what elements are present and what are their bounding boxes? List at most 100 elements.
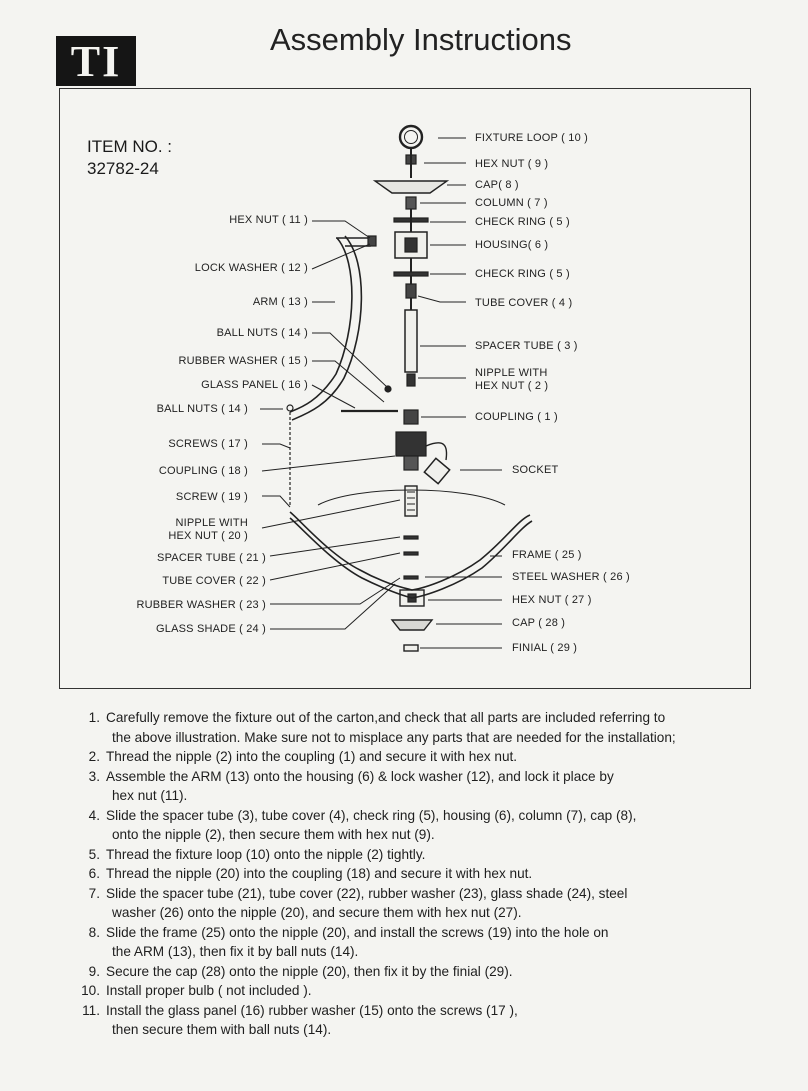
step-text: Thread the fixture loop (10) onto the ni… [106, 846, 426, 862]
label-socket: SOCKET [512, 464, 559, 476]
step-number: 11. [82, 1002, 100, 1018]
nipple-20-shape [404, 485, 418, 517]
label-lock-washer-12: LOCK WASHER ( 12 ) [194, 262, 308, 274]
step-item: 4. Slide the spacer tube (3), tube cover … [70, 806, 770, 826]
housing-hole [404, 237, 418, 253]
label-hex-nut-27: HEX NUT ( 27 ) [512, 594, 592, 606]
label-hex-nut-11: HEX NUT ( 11 ) [229, 214, 308, 226]
label-spacer-tube-21: SPACER TUBE ( 21 ) [157, 552, 266, 564]
step-item: 7. Slide the spacer tube (21), tube cover… [70, 884, 770, 904]
step-text: washer (26) onto the nipple (20), and se… [112, 905, 522, 920]
step-number: 10. [81, 983, 100, 998]
label-arm-13: ARM ( 13 ) [252, 296, 308, 308]
step-text: Install the glass panel (16) rubber wash… [106, 1002, 518, 1018]
label-check-ring-5-bottom: CHECK RING ( 5 ) [475, 268, 570, 280]
tube-cover-4-shape [405, 283, 417, 299]
right-leader-lines [417, 137, 502, 649]
label-finial-29: FINIAL ( 29 ) [512, 642, 578, 654]
coupling-1-shape [403, 409, 419, 425]
label-spacer-tube-3: SPACER TUBE ( 3 ) [475, 340, 578, 352]
label-fixture-loop-10: FIXTURE LOOP ( 10 ) [475, 132, 589, 144]
step-number: 3. [88, 768, 100, 784]
label-nipple-with: NIPPLE WITH [475, 367, 548, 379]
check-ring-5-bottom-shape [393, 271, 429, 277]
step-continuation: onto the nipple (2), then secure them wi… [70, 825, 770, 845]
label-rubber-washer-23: RUBBER WASHER ( 23 ) [136, 599, 266, 611]
step-item: 2. Thread the nipple (2) into the couplin… [70, 747, 770, 767]
label-frame-25: FRAME ( 25 ) [512, 549, 582, 561]
step-number: 5. [88, 846, 100, 862]
step-number [70, 942, 100, 962]
arm-13-shape [289, 237, 353, 413]
column-7-shape [405, 196, 417, 210]
label-hex-nut-9: HEX NUT ( 9 ) [475, 158, 549, 170]
step-item: 1. Carefully remove the fixture out of th… [70, 708, 770, 728]
step-number: 9. [88, 963, 100, 979]
page-title: Assembly Instructions [270, 22, 572, 57]
socket-housing-shape [395, 431, 427, 457]
step-text: Thread the nipple (2) into the coupling … [106, 749, 518, 764]
step-text: onto the nipple (2), then secure them wi… [112, 827, 435, 842]
diagram-frame [59, 88, 751, 688]
step-number: 2. [88, 749, 100, 764]
section-divider [59, 688, 751, 689]
step-continuation: then secure them with ball nuts (14). [70, 1020, 770, 1040]
step-number: 1. [88, 710, 100, 725]
step-text: hex nut (11). [112, 788, 188, 803]
step-item: 11. Install the glass panel (16) rubber w… [70, 1001, 770, 1021]
coupling-18-shape [403, 455, 419, 471]
label-check-ring-5-top: CHECK RING ( 5 ) [475, 216, 570, 228]
step-continuation: the ARM (13), then fix it by ball nuts (… [70, 942, 770, 962]
step-number [70, 786, 100, 806]
step-text: Slide the spacer tube (3), tube cover (4… [106, 807, 637, 823]
label-steel-washer-26: STEEL WASHER ( 26 ) [512, 571, 630, 583]
label-rubber-washer-15: RUBBER WASHER ( 15 ) [178, 355, 308, 367]
step-number: 7. [88, 885, 100, 901]
item-number-label: ITEM NO. : [87, 137, 172, 156]
label-cap-28: CAP ( 28 ) [512, 617, 566, 629]
step-item: 10. Install proper bulb ( not included ). [70, 981, 770, 1001]
label-screw-19: SCREW ( 19 ) [175, 491, 248, 503]
step-number: 4. [88, 807, 100, 823]
step-number [70, 728, 100, 748]
left-leader-lines [260, 220, 401, 630]
step-item: 8. Slide the frame (25) onto the nipple (… [70, 923, 770, 943]
label-nipple-with-left: NIPPLE WITH [175, 517, 248, 529]
step-number: 6. [88, 866, 100, 881]
label-hex-nut-20: HEX NUT ( 20 ) [168, 530, 248, 542]
step-number [70, 903, 100, 923]
step-text: Install proper bulb ( not included ). [106, 983, 312, 998]
glass-shade-24-shape [317, 489, 506, 506]
label-coupling-1: COUPLING ( 1 ) [475, 411, 558, 423]
label-hex-nut-2: HEX NUT ( 2 ) [475, 380, 549, 392]
brand-logo: TI [56, 36, 136, 86]
item-number-value: 32782-24 [87, 159, 159, 178]
label-tube-cover-4: TUBE COVER ( 4 ) [475, 297, 573, 309]
step-continuation: the above illustration. Make sure not to… [70, 728, 770, 748]
cap-8-shape [372, 180, 450, 194]
label-screws-17: SCREWS ( 17 ) [168, 438, 248, 450]
label-cap-8: CAP( 8 ) [475, 179, 519, 191]
label-housing-6: HOUSING( 6 ) [475, 239, 549, 251]
step-text: the ARM (13), then fix it by ball nuts (… [112, 944, 359, 959]
step-number: 8. [88, 924, 100, 940]
step-text: Carefully remove the fixture out of the … [106, 710, 666, 725]
fixture-loop-inner [404, 130, 418, 144]
assembly-steps-list: 1. Carefully remove the fixture out of th… [70, 708, 770, 1040]
step-item: 5. Thread the fixture loop (10) onto the … [70, 845, 770, 865]
exploded-view-diagram [260, 124, 533, 652]
cap-28-shape [390, 619, 434, 631]
step-text: Thread the nipple (20) into the coupling… [106, 866, 533, 881]
label-glass-panel-16: GLASS PANEL ( 16 ) [201, 379, 308, 391]
step-continuation: washer (26) onto the nipple (20), and se… [70, 903, 770, 923]
step-text: Secure the cap (28) onto the nipple (20)… [106, 963, 513, 979]
step-number [70, 825, 100, 845]
step-text: Slide the spacer tube (21), tube cover (… [106, 885, 628, 901]
step-text: Slide the frame (25) onto the nipple (20… [106, 924, 609, 940]
label-ball-nuts-14-top: BALL NUTS ( 14 ) [216, 327, 308, 339]
step-text: the above illustration. Make sure not to… [112, 729, 676, 745]
step-number [70, 1020, 100, 1040]
label-tube-cover-22: TUBE COVER ( 22 ) [162, 575, 266, 587]
step-item: 6. Thread the nipple (20) into the coupli… [70, 864, 770, 884]
